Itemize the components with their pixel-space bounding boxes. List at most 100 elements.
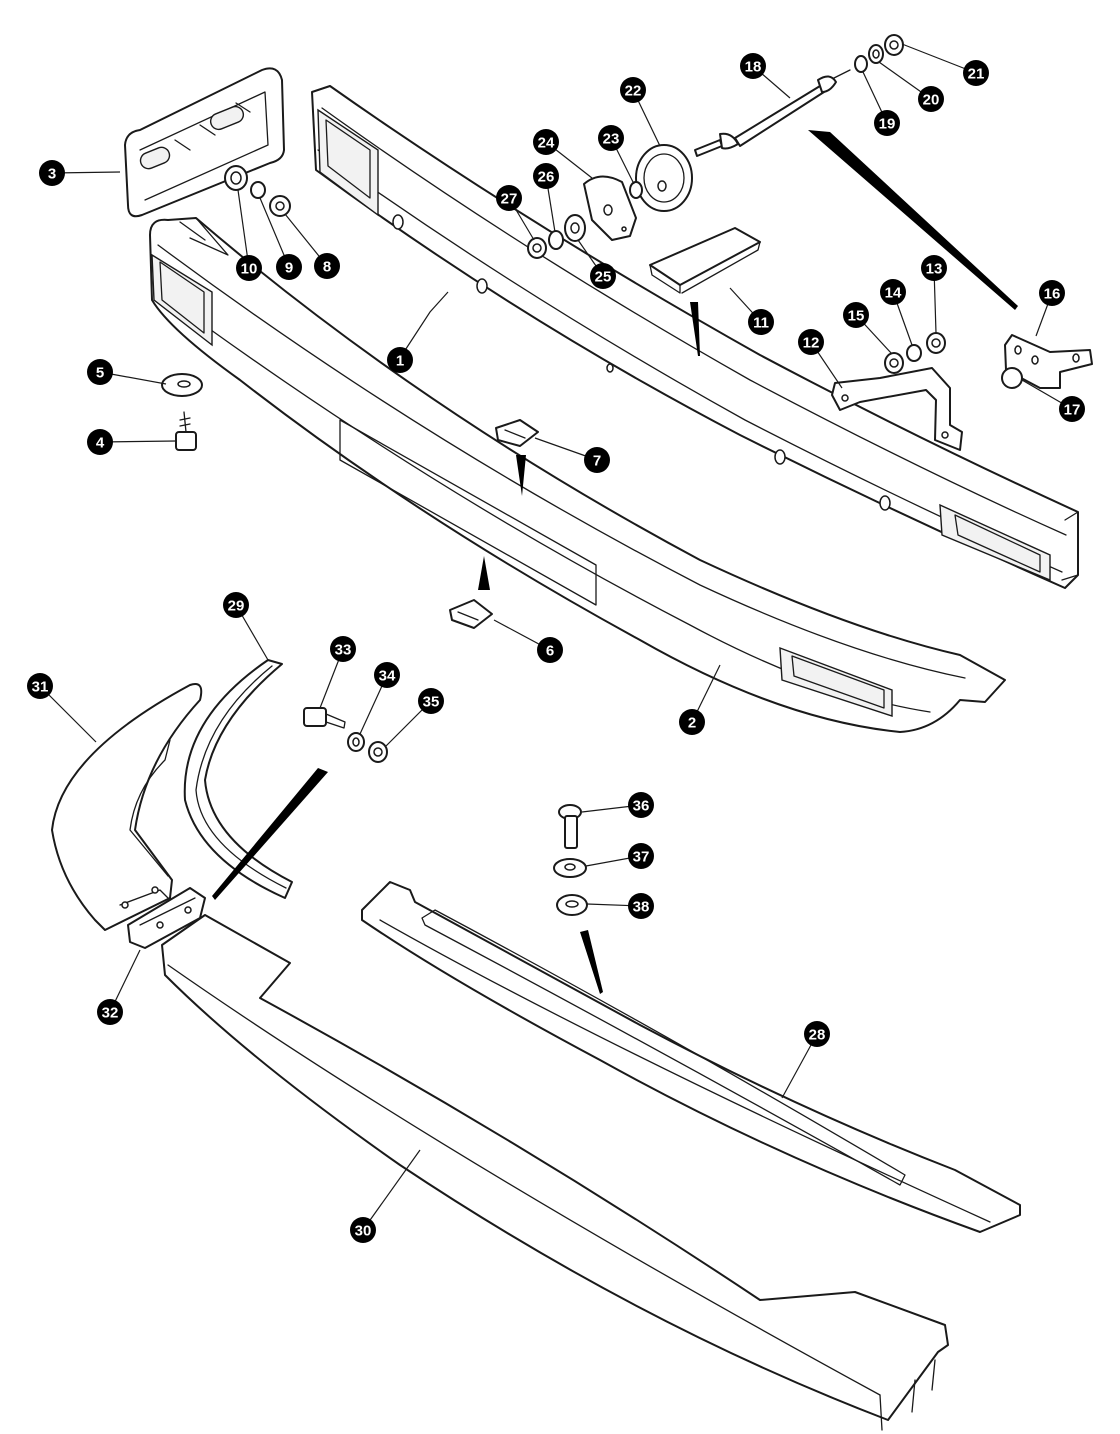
callout-badge [628,893,654,919]
callout-34: 34 [374,662,400,688]
part-19-washer [854,55,868,73]
callout-35: 35 [418,688,444,714]
callout-badge [679,709,705,735]
part-38-spacer [556,894,588,916]
part-34-washer [347,732,365,752]
callout-badge [314,253,340,279]
callout-badge [628,843,654,869]
callout-14: 14 [880,279,906,305]
callout-badge [804,1021,830,1047]
callout-badge [918,86,944,112]
callout-badge [620,77,646,103]
callout-18: 18 [740,53,766,79]
callout-badge [350,1217,376,1243]
callout-badge [39,160,65,186]
callout-badge [418,688,444,714]
callout-26: 26 [533,163,559,189]
callout-9: 9 [276,254,302,280]
callout-label: 27 [501,191,518,208]
part-2-bumper-cover [149,217,1006,733]
callout-badge [798,329,824,355]
callout-badge [87,359,113,385]
callout-label: 24 [538,135,555,152]
callout-badge [874,110,900,136]
callout-label: 15 [848,308,865,325]
callout-badge [584,447,610,473]
callout-13: 13 [921,255,947,281]
callout-27: 27 [496,185,522,211]
callout-badge [537,637,563,663]
callout-20: 20 [918,86,944,112]
callout-label: 38 [633,899,650,916]
part-4-bolt [175,411,197,451]
callout-label: 34 [379,668,396,685]
callout-label: 18 [745,59,762,76]
callout-label: 33 [335,642,352,659]
callout-label: 3 [48,166,56,183]
callout-badge [740,53,766,79]
callout-38: 38 [628,893,654,919]
callout-label: 13 [926,261,943,278]
callout-23: 23 [598,125,624,151]
callout-label: 17 [1064,402,1081,419]
callout-badge [880,279,906,305]
callout-24: 24 [533,129,559,155]
callout-label: 8 [323,259,331,276]
part-27-nut [527,237,547,259]
callout-label: 19 [879,116,896,133]
callout-label: 32 [102,1005,119,1022]
callout-2: 2 [679,709,705,735]
part-14-lock-washer [906,344,922,362]
callout-30: 30 [350,1217,376,1243]
callout-28: 28 [804,1021,830,1047]
callout-label: 35 [423,694,440,711]
callout-6: 6 [537,637,563,663]
callout-badge [533,163,559,189]
callout-16: 16 [1039,280,1065,306]
part-20-washer [868,44,884,64]
callout-29: 29 [223,592,249,618]
callout-badge [27,673,53,699]
callout-label: 16 [1044,286,1061,303]
part-17-nut [1001,367,1023,389]
callout-badge [748,309,774,335]
callout-label: 5 [96,365,104,382]
callout-22: 22 [620,77,646,103]
callout-7: 7 [584,447,610,473]
callouts: 1234567891011121314151617181920212223242… [27,53,1085,1243]
part-16-bracket [1004,334,1093,389]
callout-label: 25 [595,269,612,286]
callout-11: 11 [748,309,774,335]
callout-label: 14 [885,285,902,302]
callout-badge [387,347,413,373]
callout-label: 12 [803,335,820,352]
callout-25: 25 [590,263,616,289]
part-25-washer [564,214,586,242]
callout-label: 11 [753,315,769,332]
callout-badge [330,636,356,662]
callout-label: 31 [32,679,49,696]
part-35-nut [368,741,388,763]
part-29-strip [183,659,293,899]
callout-21: 21 [963,60,989,86]
callout-4: 4 [87,429,113,455]
part-12-bracket [831,367,963,451]
part-8-nut [269,195,291,217]
part-13-nut [926,332,946,354]
callout-badge [628,792,654,818]
callout-badge [496,185,522,211]
callout-37: 37 [628,843,654,869]
callout-label: 28 [809,1027,826,1044]
callout-19: 19 [874,110,900,136]
callout-badge [843,302,869,328]
callout-32: 32 [97,999,123,1025]
part-6-clip [449,599,493,629]
part-9-lock-washer [250,181,266,199]
callout-badge [1059,396,1085,422]
callout-8: 8 [314,253,340,279]
callout-label: 37 [633,849,650,866]
part-3-plate-bracket [124,67,285,218]
part-28-spoiler [361,881,1021,1233]
callout-badge [236,255,262,281]
